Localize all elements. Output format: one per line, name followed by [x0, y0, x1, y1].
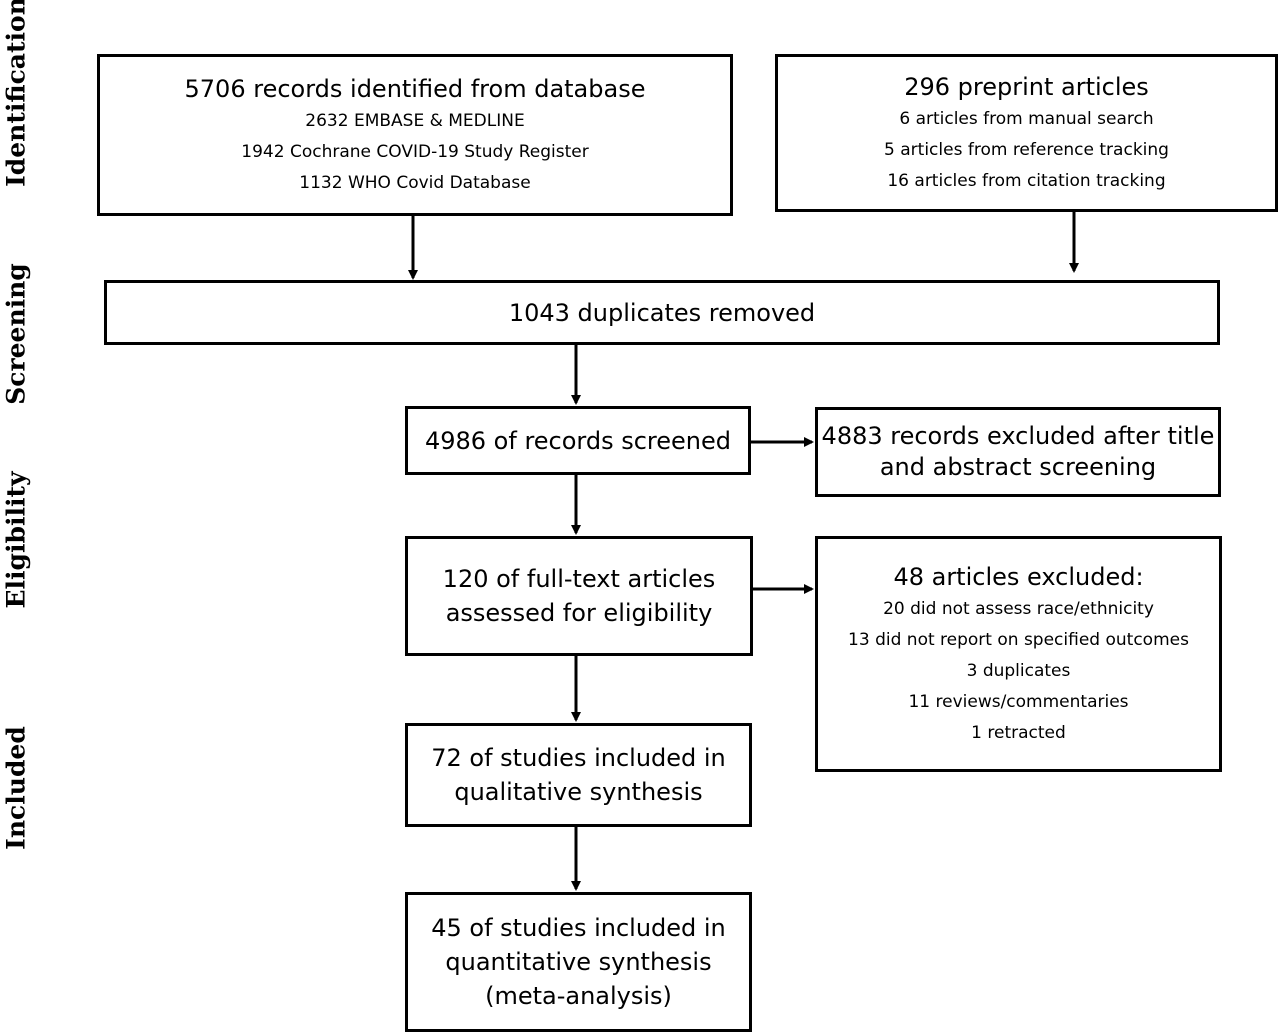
excluded-screening-line: 4883 records excluded after title — [821, 422, 1215, 450]
screened-box: 4986 of records screened — [405, 406, 751, 475]
qualitative-line: 72 of studies included in — [431, 744, 726, 772]
database-source-line: 1132 WHO Covid Database — [299, 172, 531, 193]
duplicates-text: 1043 duplicates removed — [508, 298, 816, 327]
fulltext-line: 120 of full-text articles — [442, 565, 716, 593]
excluded-reason-line: 11 reviews/commentaries — [908, 691, 1129, 712]
excluded-screening-box: 4883 records excluded after title and ab… — [815, 407, 1221, 497]
excluded-reason-line: 3 duplicates — [966, 660, 1071, 681]
database-records-box: 5706 records identified from database 26… — [97, 54, 733, 216]
other-source-line: 5 articles from reference tracking — [884, 139, 1169, 160]
screened-text: 4986 of records screened — [424, 426, 732, 455]
excluded-reason-line: 1 retracted — [971, 722, 1066, 743]
quantitative-line: 45 of studies included in — [431, 914, 726, 942]
excluded-fulltext-title: 48 articles excluded: — [893, 562, 1144, 591]
database-source-line: 2632 EMBASE & MEDLINE — [305, 110, 525, 131]
other-source-line: 16 articles from citation tracking — [887, 170, 1166, 191]
fulltext-line: assessed for eligibility — [445, 599, 713, 627]
other-sources-box: 296 preprint articles 6 articles from ma… — [775, 54, 1278, 212]
duplicates-box: 1043 duplicates removed — [104, 280, 1220, 345]
qualitative-line: qualitative synthesis — [454, 778, 703, 806]
qualitative-box: 72 of studies included in qualitative sy… — [405, 723, 752, 827]
database-source-line: 1942 Cochrane COVID-19 Study Register — [241, 141, 589, 162]
excluded-screening-line: and abstract screening — [879, 453, 1157, 481]
other-source-line: 6 articles from manual search — [899, 108, 1154, 129]
fulltext-box: 120 of full-text articles assessed for e… — [405, 536, 753, 656]
excluded-fulltext-box: 48 articles excluded: 20 did not assess … — [815, 536, 1222, 772]
quantitative-box: 45 of studies included in quantitative s… — [405, 892, 752, 1032]
other-sources-title: 296 preprint articles — [904, 72, 1149, 101]
quantitative-line: quantitative synthesis — [445, 948, 712, 976]
database-records-title: 5706 records identified from database — [184, 74, 646, 103]
excluded-reason-line: 20 did not assess race/ethnicity — [883, 598, 1154, 619]
excluded-reason-line: 13 did not report on specified outcomes — [848, 629, 1189, 650]
quantitative-line: (meta-analysis) — [485, 982, 672, 1010]
